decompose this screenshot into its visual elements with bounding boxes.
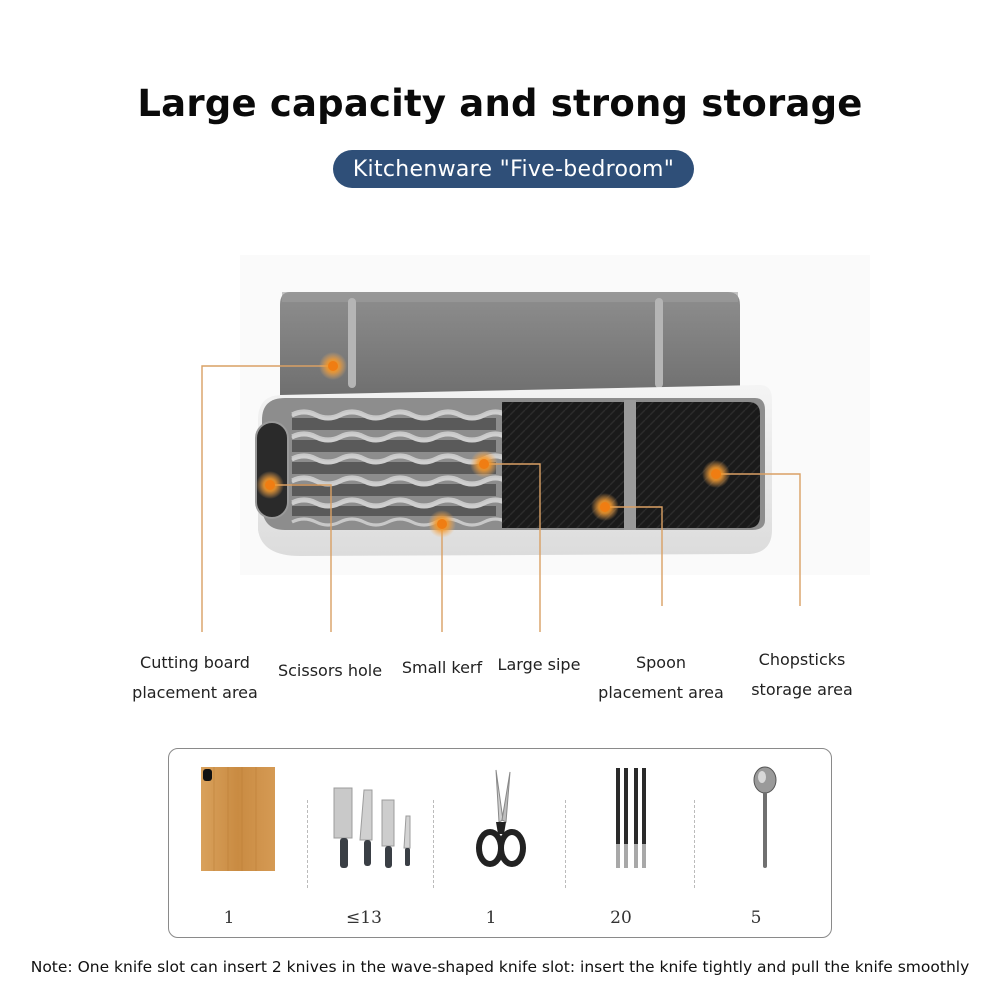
footer-note: Note: One knife slot can insert 2 knives… <box>30 958 970 976</box>
spoon-icon <box>753 766 777 868</box>
cutting-board-icon <box>201 767 275 871</box>
chopsticks-area <box>636 402 760 528</box>
knife-holder-illustration <box>201 292 801 632</box>
subtitle-badge: Kitchenware "Five-bedroom" <box>333 150 694 188</box>
scissors-hole <box>255 421 289 519</box>
item-count: 1 <box>485 908 497 928</box>
label-scissors-hole: Scissors hole <box>277 661 383 680</box>
item-divider <box>433 800 434 888</box>
knife-slots <box>291 409 507 527</box>
item-divider <box>307 800 308 888</box>
item-count: 20 <box>610 908 632 928</box>
knife-set-icon <box>333 787 411 868</box>
item-divider <box>565 800 566 888</box>
item-count: 1 <box>223 908 235 928</box>
chopsticks-icon <box>616 768 646 868</box>
marker-dots <box>256 352 730 538</box>
back-panel <box>280 292 740 400</box>
scissors-icon <box>476 769 526 867</box>
label-small-kerf: Small kerf <box>401 658 483 677</box>
item-count: 5 <box>750 908 762 928</box>
included-items-panel <box>168 748 832 938</box>
item-divider <box>694 800 695 888</box>
item-count: ≤13 <box>346 908 382 928</box>
label-large-sipe: Large sipe <box>497 655 581 674</box>
page-title: Large capacity and strong storage <box>137 82 863 125</box>
